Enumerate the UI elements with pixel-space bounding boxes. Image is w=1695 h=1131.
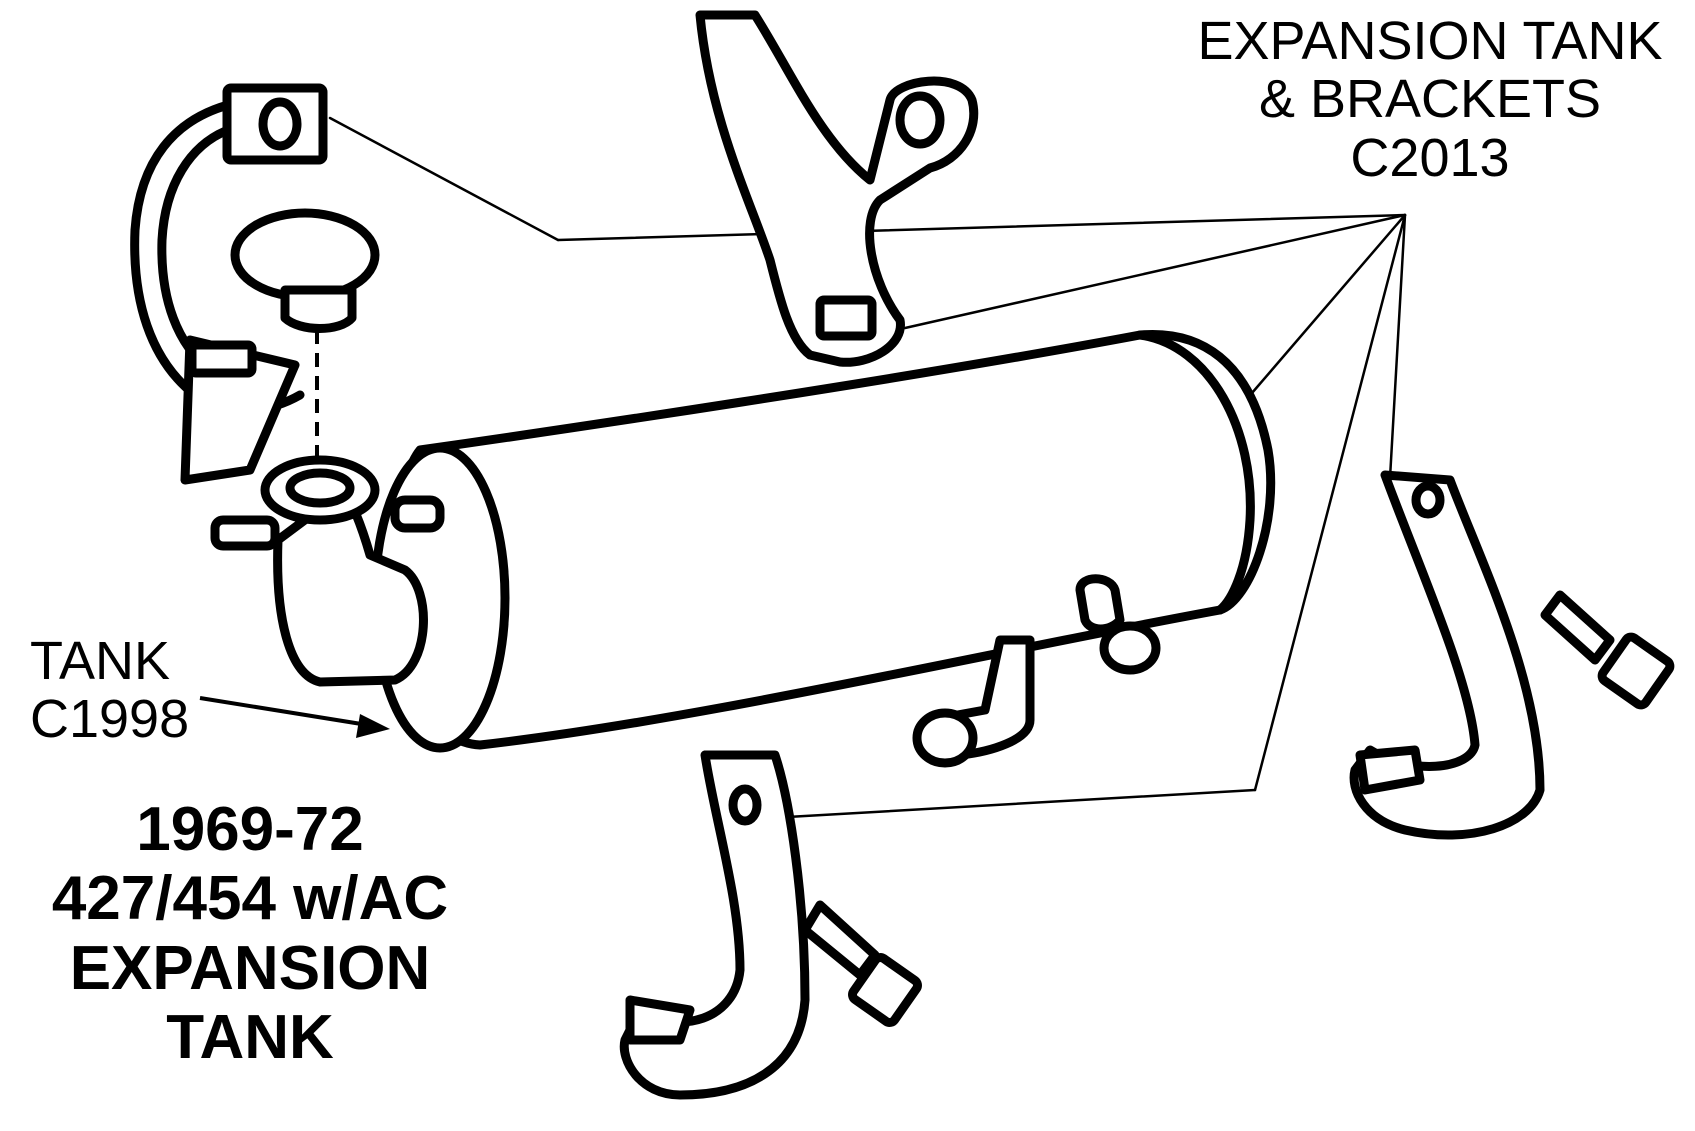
diagram-title: 1969-72 427/454 w/AC EXPANSION TANK: [0, 795, 500, 1073]
tank-part-number: C1998: [30, 689, 190, 750]
upper-middle-bracket: [695, 10, 979, 367]
tank-leader-arrow: [199, 696, 390, 738]
bracket-leader-lines: [328, 116, 1407, 820]
expansion-tank: [370, 329, 1276, 768]
tank-callout: TANK C1998: [30, 632, 189, 749]
title-line4: TANK: [166, 1003, 334, 1073]
brackets-part-number: C2013: [1350, 127, 1510, 188]
lower-right-strap: [1349, 470, 1675, 840]
brackets-callout: EXPANSION TANK & BRACKETS C2013: [1160, 12, 1695, 187]
upper-left-strap-bracket: [130, 83, 328, 485]
radiator-cap: [230, 208, 380, 470]
lower-middle-strap: [619, 750, 922, 1100]
title-years: 1969-72: [136, 795, 364, 864]
brackets-callout-line2: & BRACKETS: [1258, 69, 1602, 130]
title-engine: 427/454 w/AC: [51, 864, 449, 934]
tank-callout-line1: TANK: [30, 631, 171, 691]
filler-neck: [210, 455, 428, 687]
title-line3: EXPANSION: [69, 933, 431, 1003]
brackets-callout-line1: EXPANSION TANK: [1197, 11, 1663, 71]
